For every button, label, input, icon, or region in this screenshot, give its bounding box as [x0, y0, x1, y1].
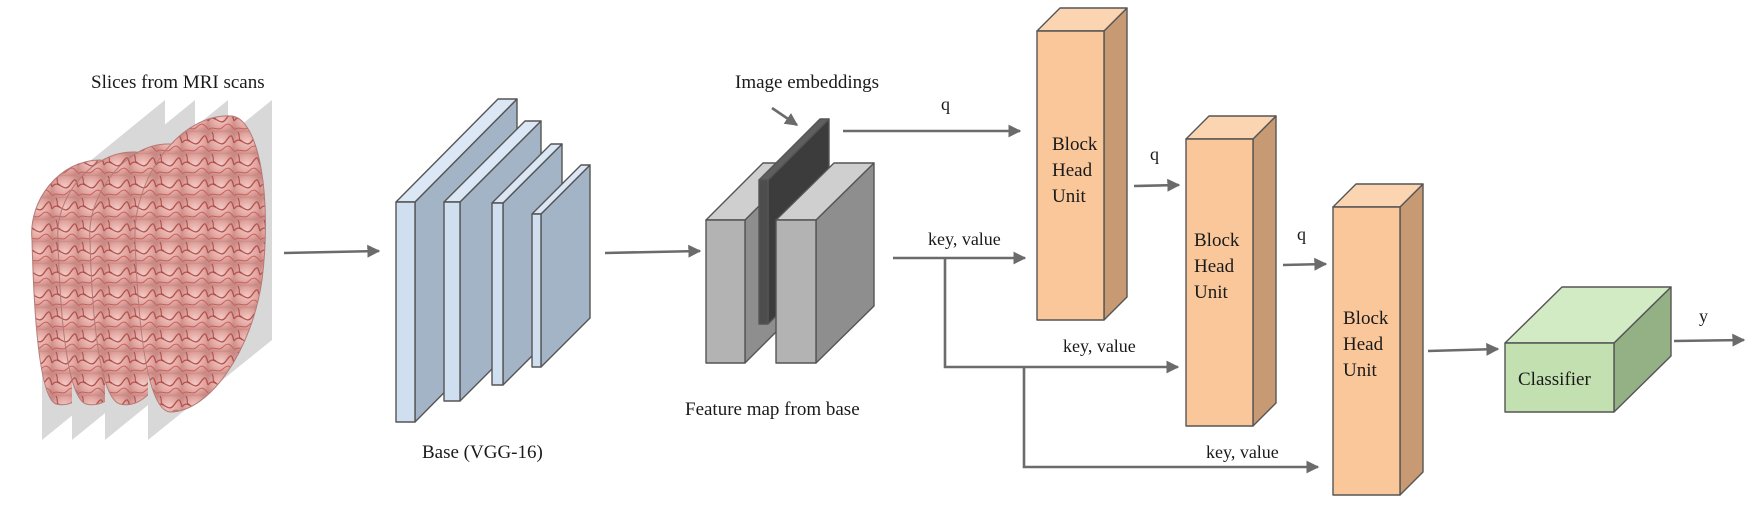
- feature-map-right-slab: [775, 162, 875, 364]
- classifier-label: Classifier: [1518, 369, 1591, 390]
- block-3-label-line-1: Block: [1343, 308, 1389, 329]
- arrow-q-to-block-3: [1282, 257, 1328, 271]
- embeddings-label: Image embeddings: [735, 72, 879, 93]
- arrow-embeddings-pointer: [771, 106, 799, 127]
- block-2-label-line-3: Unit: [1194, 282, 1229, 303]
- key-value-label-1: key, value: [928, 229, 1001, 249]
- arrow-kv-to-block-3: [1022, 367, 1320, 474]
- block-head-unit-1: Block Head Unit: [1036, 7, 1128, 321]
- q-label-1: q: [941, 94, 950, 114]
- block-3-label-line-3: Unit: [1343, 360, 1378, 381]
- key-value-label-2: key, value: [1063, 336, 1136, 356]
- feature-map-block: [705, 118, 875, 364]
- block-1-label-line-2: Head: [1052, 160, 1093, 181]
- y-label: y: [1699, 306, 1708, 326]
- block-2-label-line-2: Head: [1194, 256, 1235, 277]
- mri-slices-stack: [31, 100, 272, 440]
- block-1-label-line-1: Block: [1052, 134, 1098, 155]
- block-3-label-line-2: Head: [1343, 334, 1384, 355]
- block-1-label-line-3: Unit: [1052, 186, 1087, 207]
- key-value-label-3: key, value: [1206, 442, 1279, 462]
- block-head-unit-3: Block Head Unit: [1332, 183, 1424, 496]
- arrow-block-3-to-classifier: [1427, 342, 1500, 356]
- slices-label: Slices from MRI scans: [91, 72, 265, 93]
- vgg-layer-4: [531, 164, 591, 368]
- block-2-label-line-1: Block: [1194, 230, 1240, 251]
- arrow-q-to-block-2: [1133, 178, 1181, 192]
- arrow-classifier-to-output: [1673, 333, 1746, 347]
- arrow-base-to-feature-map: [604, 244, 702, 258]
- block-head-unit-2: Block Head Unit: [1185, 115, 1277, 427]
- base-label: Base (VGG-16): [422, 442, 543, 463]
- arrow-slices-to-base: [283, 244, 381, 258]
- q-label-2: q: [1150, 144, 1159, 164]
- arrow-kv-to-block-2: [943, 258, 1180, 374]
- classifier-block: Classifier: [1504, 286, 1672, 413]
- brain-mri-slice-icon: [134, 100, 272, 440]
- vgg16-base: [395, 98, 591, 423]
- q-label-3: q: [1297, 224, 1306, 244]
- feature-map-label: Feature map from base: [685, 399, 860, 420]
